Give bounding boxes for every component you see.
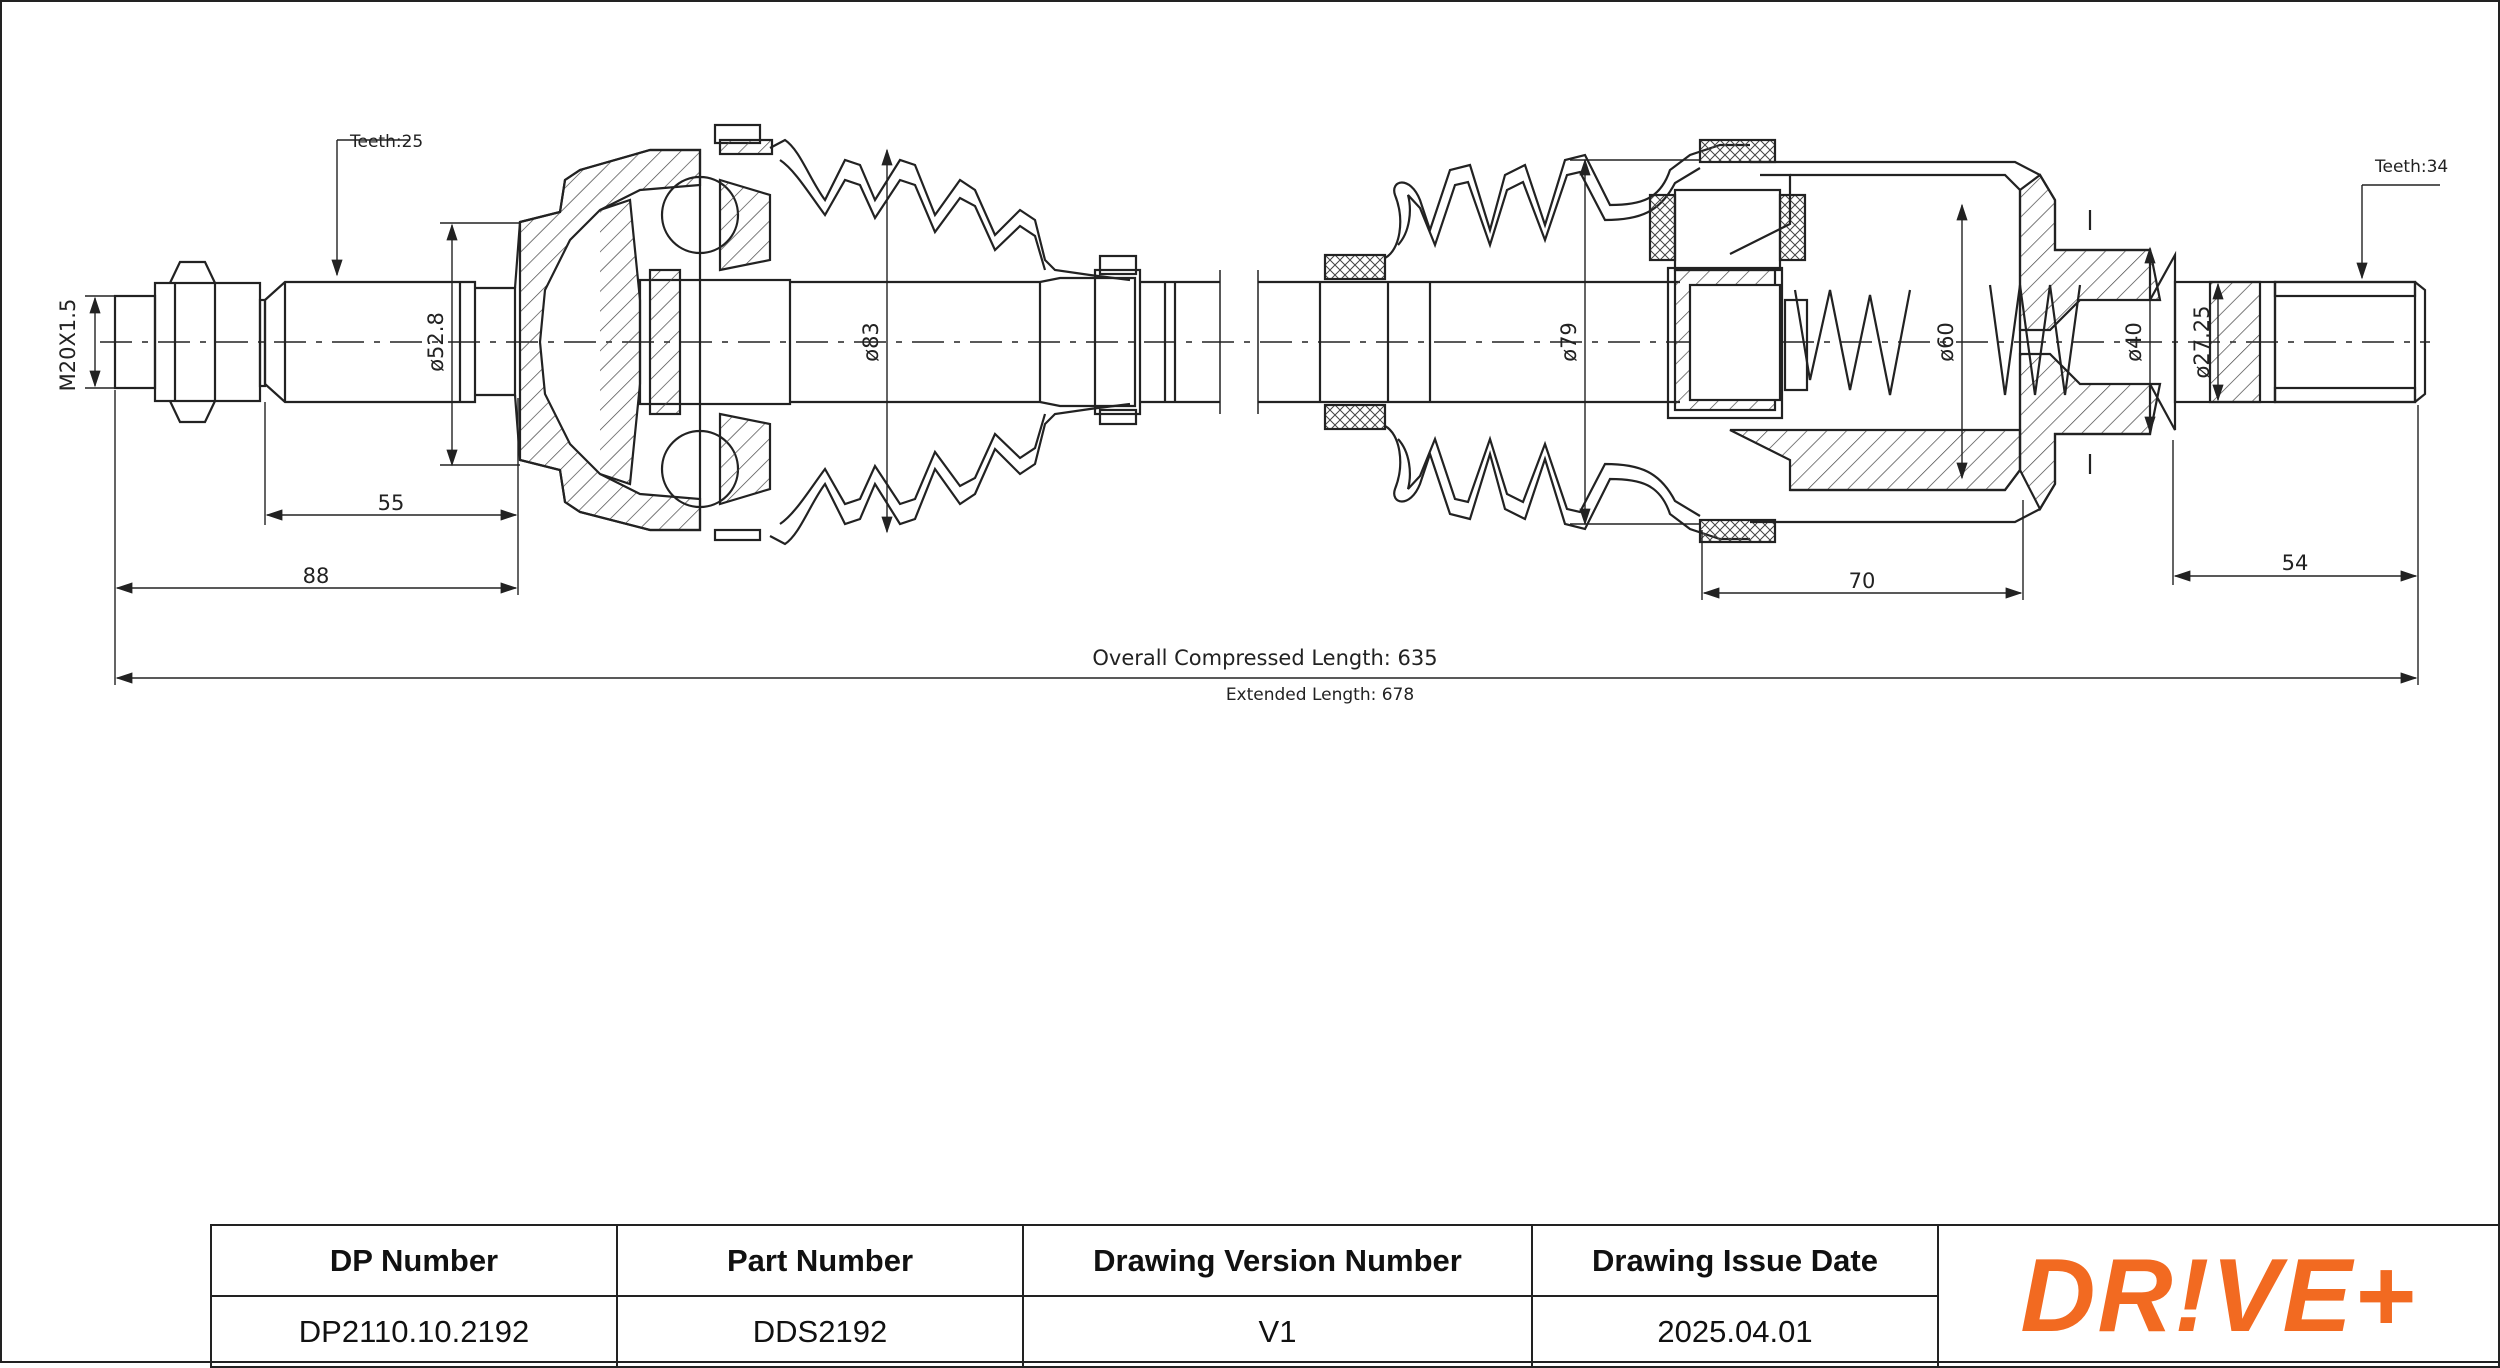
extended-length-label: Extended Length: 678 bbox=[1226, 685, 1414, 705]
value-dp-number: DP2110.10.2192 bbox=[210, 1295, 618, 1368]
header-issue-date: Drawing Issue Date bbox=[1531, 1224, 1939, 1297]
value-version: V1 bbox=[1022, 1295, 1533, 1368]
spring bbox=[1793, 289, 1912, 396]
dim-55: 55 bbox=[378, 491, 405, 515]
tripod-spider bbox=[1666, 266, 1784, 420]
dia-housing-inner-label: ø60 bbox=[1934, 322, 1958, 362]
header-part-number: Part Number bbox=[616, 1224, 1024, 1297]
inner-spring bbox=[1988, 284, 2082, 396]
right-boot bbox=[1384, 143, 1750, 259]
value-part-number: DDS2192 bbox=[616, 1295, 1024, 1368]
dia-spline-left-label: ø52.8 bbox=[424, 312, 448, 372]
header-dp-number: DP Number bbox=[210, 1224, 618, 1297]
drive-logo: DR!VE+ bbox=[2020, 1238, 2417, 1354]
overall-length-label: Overall Compressed Length: 635 bbox=[1092, 646, 1437, 670]
dia-shaft-right-label: ø40 bbox=[2122, 322, 2146, 362]
dia-boot-left-label: ø83 bbox=[859, 322, 883, 362]
driveshaft-outline bbox=[100, 123, 2430, 546]
teeth-right-label: Teeth:34 bbox=[2374, 157, 2448, 177]
dim-88: 88 bbox=[303, 564, 330, 588]
dia-spline-right-label: ø27.25 bbox=[2190, 306, 2214, 379]
title-block: DP Number Part Number Drawing Version Nu… bbox=[210, 1224, 2500, 1368]
dim-54: 54 bbox=[2282, 551, 2309, 575]
value-issue-date: 2025.04.01 bbox=[1531, 1295, 1939, 1368]
teeth-left-label: Teeth:25 bbox=[349, 132, 423, 152]
dim-70: 70 bbox=[1849, 569, 1876, 593]
logo-cell: DR!VE+ bbox=[1937, 1224, 2500, 1368]
thread-label: M20X1.5 bbox=[56, 299, 80, 392]
shaft-left-segment bbox=[790, 276, 1137, 408]
dimension-lines bbox=[85, 139, 2440, 685]
left-boot bbox=[769, 138, 1131, 282]
dia-boot-right-label: ø79 bbox=[1557, 322, 1581, 362]
header-version: Drawing Version Number bbox=[1022, 1224, 1533, 1297]
